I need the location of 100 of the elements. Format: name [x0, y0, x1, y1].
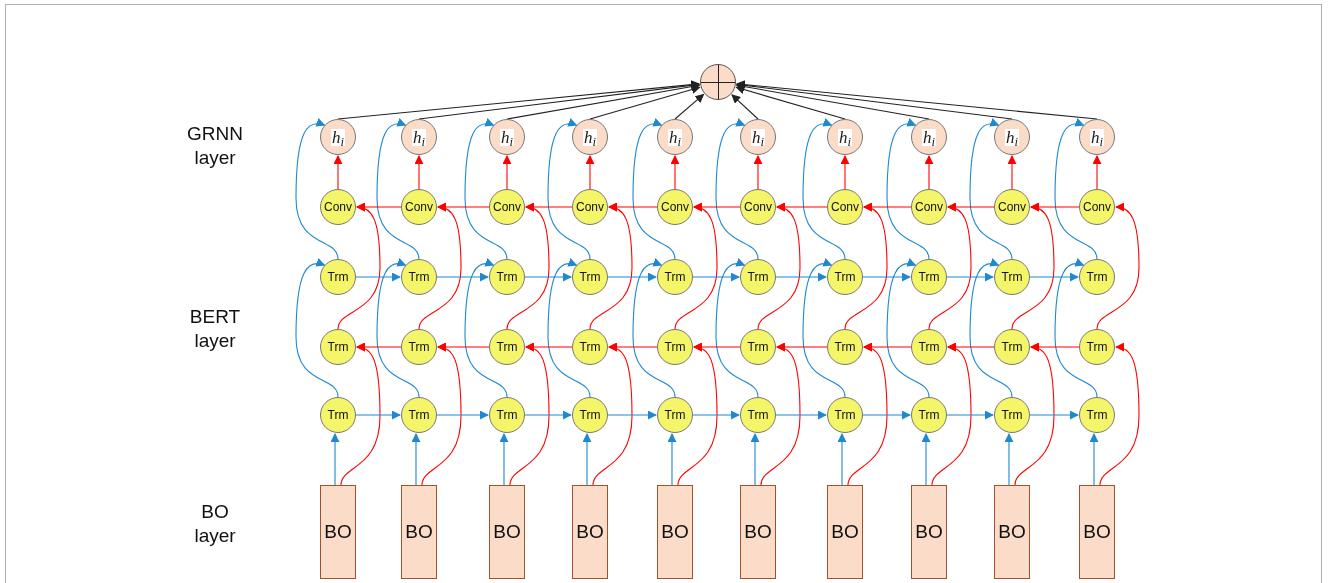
- hidden-state-node: h$_{i}$: [827, 119, 863, 155]
- arrow: [632, 258, 676, 398]
- arrow: [608, 202, 658, 212]
- arrow: [1029, 410, 1079, 420]
- transformer-node: Trm: [1079, 259, 1115, 295]
- transformer-node: Trm: [401, 397, 437, 433]
- input-box: BO: [827, 485, 863, 579]
- transformer-node: Trm: [827, 259, 863, 295]
- arrow: [295, 258, 339, 398]
- transformer-node: Trm: [827, 329, 863, 365]
- arrow: [547, 258, 591, 398]
- conv-node: Conv: [572, 189, 608, 225]
- arrow: [735, 85, 846, 120]
- arrow: [674, 93, 705, 120]
- arrow: [355, 272, 401, 282]
- arrow: [693, 202, 741, 212]
- arrow: [775, 272, 827, 282]
- arrow: [607, 272, 657, 282]
- arrow: [355, 410, 401, 420]
- arrow: [589, 85, 701, 120]
- arrow: [464, 118, 508, 260]
- arrow: [692, 272, 740, 282]
- arrow: [632, 118, 676, 260]
- arrow: [837, 433, 847, 486]
- arrow: [667, 433, 677, 486]
- transformer-node: Trm: [320, 259, 356, 295]
- arrow: [947, 342, 995, 352]
- arrow: [437, 342, 490, 352]
- arrow: [1029, 272, 1079, 282]
- arrow: [921, 433, 931, 486]
- arrow: [1030, 342, 1080, 352]
- arrow: [499, 433, 509, 486]
- transformer-node: Trm: [489, 397, 525, 433]
- transformer-node: Trm: [740, 397, 776, 433]
- transformer-node: Trm: [489, 329, 525, 365]
- arrow: [840, 155, 850, 190]
- hidden-state-node: h$_{i}$: [657, 119, 693, 155]
- transformer-node: Trm: [994, 259, 1030, 295]
- arrow: [607, 410, 657, 420]
- arrow: [356, 202, 402, 212]
- arrow: [525, 202, 573, 212]
- arrow: [376, 118, 420, 260]
- arrow: [502, 155, 512, 190]
- transformer-node: Trm: [489, 259, 525, 295]
- input-box: BO: [320, 485, 356, 579]
- arrow: [525, 342, 573, 352]
- transformer-node: Trm: [994, 329, 1030, 365]
- transformer-node: Trm: [572, 397, 608, 433]
- arrow: [585, 155, 595, 190]
- transformer-node: Trm: [1079, 329, 1115, 365]
- arrow: [376, 258, 420, 398]
- hidden-state-node: h$_{i}$: [572, 119, 608, 155]
- arrow: [886, 258, 930, 398]
- arrow: [436, 410, 489, 420]
- arrow: [969, 118, 1013, 260]
- arrow: [437, 202, 490, 212]
- arrow: [776, 202, 828, 212]
- transformer-node: Trm: [740, 329, 776, 365]
- arrow: [524, 272, 572, 282]
- arrow: [946, 410, 994, 420]
- layer-label: GRNN layer: [186, 122, 244, 170]
- transformer-node: Trm: [1079, 397, 1115, 433]
- transformer-node: Trm: [911, 329, 947, 365]
- arrow: [1007, 155, 1017, 190]
- hidden-state-node: h$_{i}$: [320, 119, 356, 155]
- arrow: [464, 258, 508, 398]
- arrow: [414, 155, 424, 190]
- conv-node: Conv: [827, 189, 863, 225]
- arrow: [775, 410, 827, 420]
- hidden-state-node: h$_{i}$: [401, 119, 437, 155]
- arrow: [411, 433, 421, 486]
- arrow: [946, 272, 994, 282]
- transformer-node: Trm: [572, 259, 608, 295]
- arrow: [969, 258, 1013, 398]
- layer-label: BO layer: [193, 500, 237, 548]
- hidden-state-node: h$_{i}$: [1079, 119, 1115, 155]
- arrow: [1089, 433, 1099, 486]
- arrow: [886, 118, 930, 260]
- arrow: [802, 118, 846, 260]
- transformer-node: Trm: [657, 397, 693, 433]
- conv-node: Conv: [911, 189, 947, 225]
- conv-node: Conv: [1079, 189, 1115, 225]
- arrow: [750, 433, 760, 486]
- arrow: [731, 94, 759, 120]
- input-box: BO: [740, 485, 776, 579]
- arrow: [295, 118, 339, 260]
- hidden-state-node: h$_{i}$: [911, 119, 947, 155]
- arrow: [863, 342, 912, 352]
- conv-node: Conv: [740, 189, 776, 225]
- arrow: [692, 410, 740, 420]
- arrow: [330, 433, 340, 486]
- transformer-node: Trm: [320, 397, 356, 433]
- hidden-state-node: h$_{i}$: [740, 119, 776, 155]
- arrow: [436, 272, 489, 282]
- arrow: [693, 342, 741, 352]
- conv-node: Conv: [657, 189, 693, 225]
- arrow: [333, 155, 343, 190]
- arrow: [356, 342, 402, 352]
- arrow: [947, 202, 995, 212]
- arrow: [715, 258, 759, 398]
